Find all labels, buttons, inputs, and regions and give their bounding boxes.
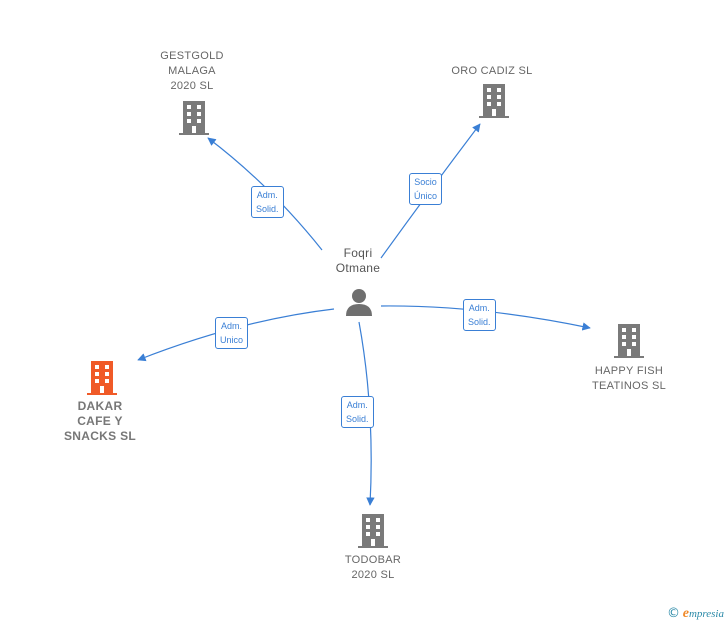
copyright-symbol: © [666, 606, 680, 621]
empresia-watermark[interactable]: © empresia [667, 606, 724, 622]
company-name-dakar[interactable]: DAKAR CAFE Y SNACKS SL [63, 399, 137, 443]
company-name-gestgold[interactable]: GESTGOLD MALAGA 2020 SL [160, 50, 224, 92]
company-name-happyfish[interactable]: HAPPY FISH TEATINOS SL [592, 365, 666, 392]
person-icon[interactable] [344, 287, 374, 317]
company-name-todobar[interactable]: TODOBAR 2020 SL [344, 554, 402, 581]
brand-name: mpresia [688, 608, 724, 620]
building-icon-todobar[interactable] [358, 514, 388, 548]
relation-label-dakar: Adm. Unico [215, 317, 249, 349]
brand-initial: e [682, 606, 689, 621]
relation-label-happyfish: Adm. Solid. [463, 299, 496, 331]
building-icon-dakar[interactable] [87, 361, 117, 395]
relation-label-orocadiz: Socio Único [409, 173, 443, 205]
relation-label-todobar: Adm. Solid. [341, 396, 374, 428]
building-icon-happyfish[interactable] [614, 324, 644, 358]
company-name-orocadiz[interactable]: ORO CADIZ SL [451, 65, 533, 77]
building-icon-orocadiz[interactable] [479, 84, 509, 118]
person-name[interactable]: Foqri Otmane [335, 246, 381, 275]
building-icon-gestgold[interactable] [179, 101, 209, 135]
relation-label-gestgold: Adm. Solid. [251, 186, 284, 218]
